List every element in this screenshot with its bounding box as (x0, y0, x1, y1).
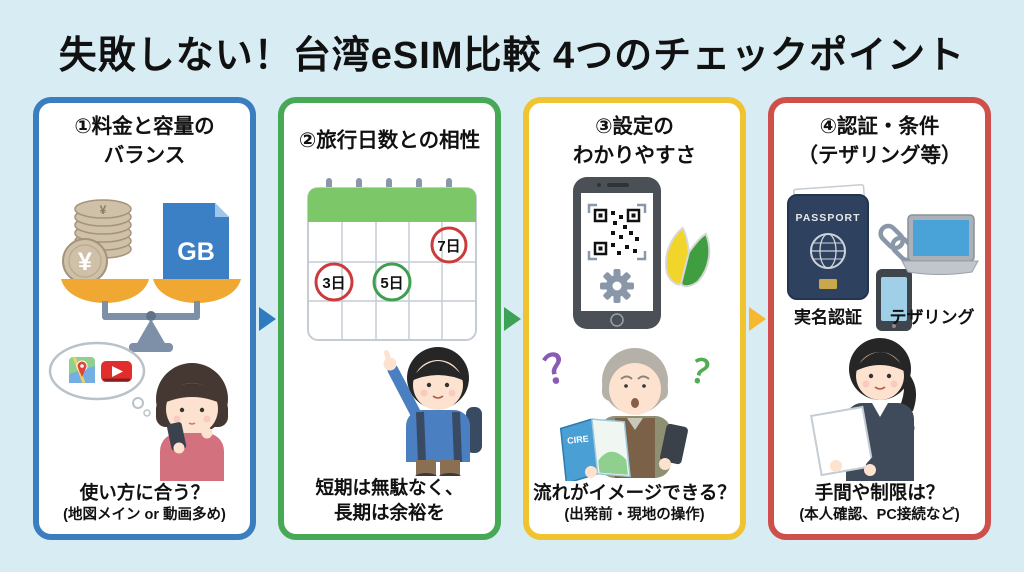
thought-bubble (48, 341, 151, 417)
panel-price-capacity: ①料金と容量の バランス ¥ ¥ (33, 97, 256, 540)
panel-3-heading: ③設定の わかりやすさ (573, 111, 696, 173)
balance-scale-illustration: ¥ ¥ GB (48, 198, 241, 482)
panel-2-illustration: 3日 5日 7日 (290, 172, 490, 477)
panel-4-caption-line2: (本人確認、PC接続など) (799, 507, 960, 524)
panel-1-illustration: ¥ ¥ GB (45, 173, 245, 482)
map-icon (68, 356, 95, 384)
panel-3-caption-line2: (出発前・現地の操作) (564, 507, 705, 524)
panel-1-heading-line1: ①料金と容量の (74, 115, 215, 139)
panel-1-caption-line1: 使い方に合う？ (79, 482, 210, 504)
panel-auth-conditions: ④認証・条件 （テザリング等） PASSPORT 実名認証 (768, 97, 991, 540)
panel-4-caption: 手間や制限は？ (本人確認、PC接続など) (799, 481, 959, 534)
qr-phone-icon (572, 176, 661, 329)
thinking-woman-illustration (155, 362, 228, 482)
panel-2-caption: 短期は無駄なく、 長期は余裕を (315, 476, 463, 534)
gear-icon (599, 268, 634, 303)
svg-text:CIRE: CIRE (566, 433, 588, 445)
panel-4-heading-line1: ④認証・条件 (819, 115, 940, 139)
checkpoint-board: ①料金と容量の バランス ¥ ¥ (0, 97, 1024, 540)
svg-text:¥: ¥ (99, 203, 106, 217)
panel-4-illustration: PASSPORT 実名認証 (780, 173, 980, 482)
panel-3-heading-line1: ③設定の (595, 115, 674, 139)
calendar-illustration: 3日 5日 7日 (306, 177, 482, 477)
document-icon (809, 405, 874, 476)
qr-code-icon (593, 208, 640, 255)
checking-woman-illustration (809, 337, 916, 482)
step-arrow-2-icon (503, 306, 521, 331)
video-icon (100, 360, 132, 382)
scan-frame-icon (587, 203, 646, 260)
confused-senior-illustration: ？ ？ CIR (539, 342, 728, 482)
panel-4-heading-line2: （テザリング等） (797, 143, 962, 167)
panel-3-heading-line2: わかりやすさ (573, 143, 696, 167)
balance-scale-icon: ¥ ¥ GB (60, 198, 241, 352)
panel-2-caption-line2: 長期は余裕を (333, 502, 445, 524)
panel-2-heading: ②旅行日数との相性 (299, 111, 480, 172)
real-name-label: 実名認証 (794, 307, 862, 327)
gb-file-icon: GB (162, 202, 229, 281)
page-title: 失敗しない！台湾eSIM比較 4つのチェックポイント (58, 35, 966, 77)
question-mark-purple: ？ (539, 342, 587, 393)
panel-4-caption-line1: 手間や制限は？ (814, 482, 945, 504)
coin-stack-icon: ¥ ¥ (61, 198, 132, 284)
svg-text:7日: 7日 (437, 238, 460, 255)
panel-2-caption-line1: 短期は無駄なく、 (315, 477, 464, 499)
svg-text:¥: ¥ (78, 248, 92, 276)
panel-trip-days: ②旅行日数との相性 (278, 97, 501, 540)
pointing-boy-illustration (383, 346, 482, 477)
smartphone-icon (659, 423, 688, 464)
auth-illustration: PASSPORT 実名認証 (786, 183, 979, 482)
passport-icon: PASSPORT (786, 183, 869, 300)
svg-text:GB: GB (177, 238, 215, 266)
step-arrow-3-icon (748, 306, 766, 331)
panel-1-heading-line2: バランス (103, 143, 186, 167)
panel-setup-ease: ③設定の わかりやすさ (523, 97, 746, 540)
panel-3-caption-line1: 流れがイメージできる？ (533, 482, 736, 504)
setup-illustration: ？ ？ CIR (539, 176, 728, 482)
tethering-label: テザリング (889, 307, 974, 327)
tethering-phone-icon (875, 268, 912, 331)
svg-text:5日: 5日 (380, 275, 403, 292)
calendar-icon: 3日 5日 7日 (306, 177, 477, 341)
panel-4-heading: ④認証・条件 （テザリング等） (798, 111, 962, 173)
panel-1-heading: ①料金と容量の バランス (74, 111, 214, 173)
panel-2-heading-line1: ②旅行日数との相性 (298, 129, 481, 152)
panel-1-caption: 使い方に合う？ (地図メイン or 動画多め) (63, 481, 226, 534)
panel-3-caption: 流れがイメージできる？ (出発前・現地の操作) (533, 481, 736, 534)
beginner-mark-icon (664, 225, 710, 287)
panel-1-caption-line2: (地図メイン or 動画多め) (63, 507, 226, 524)
question-mark-green: ？ (687, 351, 728, 395)
laptop-icon (900, 213, 979, 275)
svg-text:3日: 3日 (322, 275, 345, 292)
panel-3-illustration: ？ ？ CIR (535, 173, 735, 482)
step-arrow-1-icon (258, 306, 276, 331)
svg-text:PASSPORT: PASSPORT (795, 212, 860, 224)
